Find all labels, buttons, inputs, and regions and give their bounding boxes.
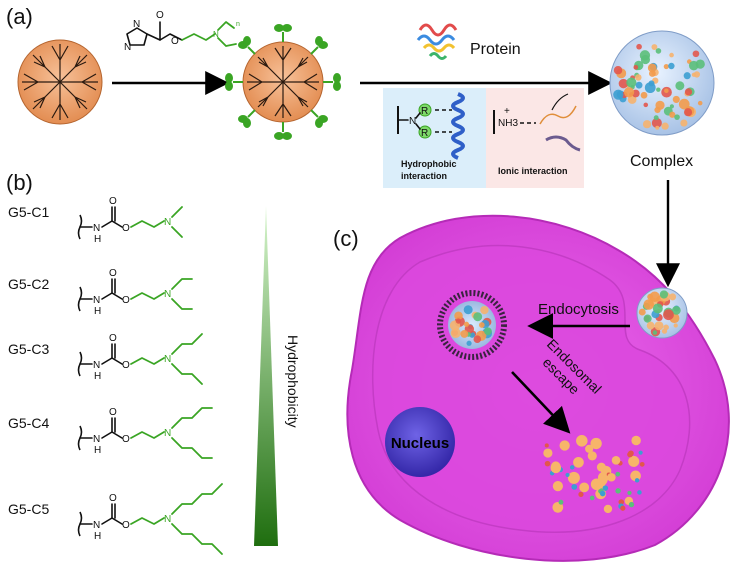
compound-label: G5-C2 [8,276,49,292]
svg-text:O: O [109,333,117,344]
svg-text:H: H [94,234,101,245]
svg-text:N: N [164,289,171,300]
released-particles [543,435,645,514]
protein-icon [416,23,458,60]
svg-text:n: n [236,21,240,28]
svg-text:N: N [213,30,219,39]
svg-text:N: N [133,19,140,30]
svg-text:H: H [94,371,101,382]
compound-label: G5-C4 [8,415,49,431]
svg-text:N: N [409,116,416,127]
hydrophobicity-gradient [254,206,278,546]
ionic-interaction-label: Ionic interaction [498,166,568,176]
compound-list: G5-C1NHOONG5-C2NHOONG5-C3NHOONG5-C4NHOON… [8,196,223,555]
svg-text:N: N [93,434,100,445]
dendrimer-g5 [17,39,103,125]
complex-label: Complex [630,153,693,170]
svg-text:NH3: NH3 [498,118,518,129]
svg-text:+: + [504,106,510,117]
ionic-interaction-box: NH3 + Ionic interaction [486,88,584,188]
svg-text:O: O [122,520,130,531]
svg-text:R: R [421,128,428,139]
svg-text:N: N [164,428,171,439]
protein-label: Protein [470,41,521,58]
svg-text:O: O [122,295,130,306]
svg-text:N: N [164,514,171,525]
reagent-structure: N N O O N n [124,10,240,53]
svg-text:N: N [93,223,100,234]
svg-text:O: O [109,407,117,418]
svg-text:H: H [94,306,101,317]
nucleus-label: Nucleus [391,435,449,452]
svg-text:O: O [122,434,130,445]
entering-complex [636,287,688,339]
svg-text:O: O [171,36,179,47]
svg-text:O: O [109,268,117,279]
panel-a-label: (a) [6,4,33,29]
svg-text:O: O [122,360,130,371]
svg-text:H: H [94,531,101,542]
compound-label: G5-C1 [8,204,49,220]
svg-text:N: N [124,42,131,53]
svg-text:N: N [164,354,171,365]
svg-text:H: H [94,445,101,456]
panel-c-label: (c) [333,226,359,251]
svg-text:O: O [122,223,130,234]
panel-b-label: (b) [6,170,33,195]
endosome [437,290,507,360]
svg-text:N: N [93,520,100,531]
svg-text:N: N [93,295,100,306]
svg-text:O: O [109,196,117,207]
svg-text:O: O [109,493,117,504]
compound-label: G5-C5 [8,501,49,517]
svg-text:R: R [421,106,428,117]
svg-text:N: N [164,217,171,228]
cell [346,214,730,562]
compound-label: G5-C3 [8,341,49,357]
modified-dendrimer [225,24,341,140]
complex-particle [609,30,715,136]
svg-text:O: O [156,10,164,21]
hydrophobicity-label: Hydrophobicity [285,335,301,428]
escape-arrow [511,371,571,434]
nucleus: Nucleus [385,407,455,477]
svg-text:N: N [93,360,100,371]
endocytosis-label: Endocytosis [538,301,619,318]
